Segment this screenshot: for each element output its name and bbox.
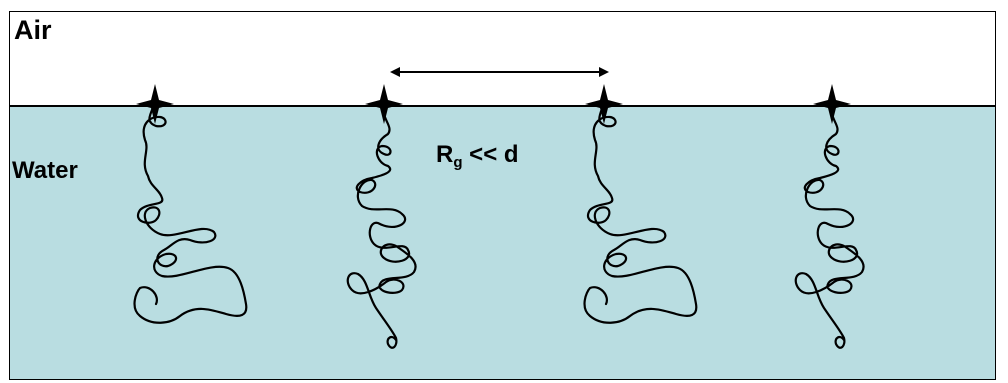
air-water-interface — [10, 105, 995, 107]
rg-main: R — [436, 141, 454, 168]
air-label: Air — [14, 15, 52, 45]
rg-label: Rg << d — [436, 141, 519, 171]
anchor-star-3 — [585, 84, 623, 124]
water-label: Water — [12, 157, 78, 184]
polymer-chain-3 — [583, 101, 698, 324]
anchor-star-2 — [365, 84, 403, 124]
anchor-star-1 — [136, 84, 174, 124]
rg-subscript: g — [453, 154, 463, 171]
polymer-chain-2 — [346, 102, 417, 349]
anchor-star-4 — [813, 84, 851, 124]
polymer-chain-4 — [794, 102, 865, 349]
polymer-chain-1 — [133, 101, 248, 324]
rg-rest: << d — [462, 141, 519, 168]
